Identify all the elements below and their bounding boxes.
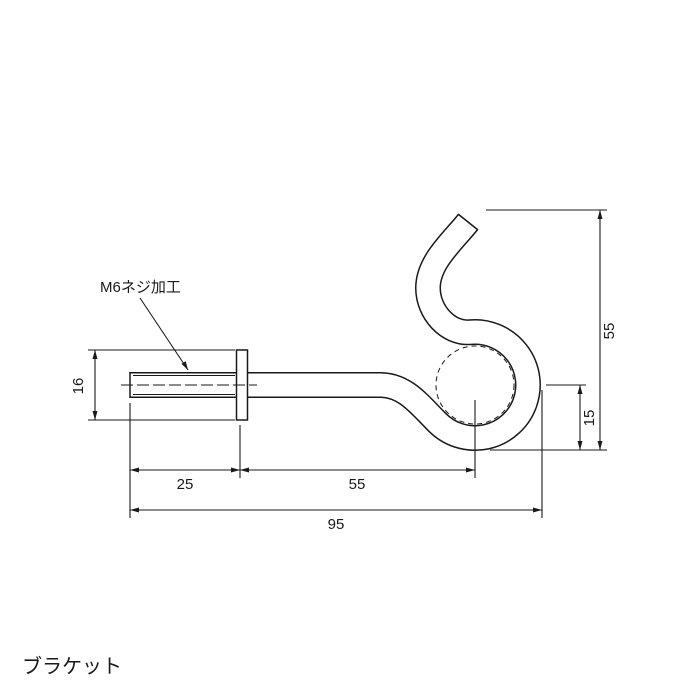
dim-text-95: 95 (328, 516, 345, 533)
threaded-shaft (133, 375, 235, 395)
dim-text-25: 25 (177, 476, 194, 493)
dim-flange-od (88, 349, 235, 421)
pipe-reference-circle (435, 345, 515, 425)
dim-text-55-vertical: 55 (601, 323, 618, 340)
dim-height-to-tip (486, 209, 607, 451)
dim-text-55-horizontal: 55 (349, 476, 366, 493)
dim-overall-length (130, 390, 543, 518)
dim-center-to-bottom (546, 384, 586, 450)
leader-m6-thread (139, 297, 189, 371)
drawing-title: ブラケット (22, 654, 122, 678)
dim-text-16: 16 (70, 378, 87, 395)
dim-text-15: 15 (581, 410, 598, 427)
hook-body (129, 213, 541, 451)
thread-label: M6ネジ加工 (100, 279, 181, 296)
dim-bottom-row1 (129, 400, 476, 518)
tip-cut-line (457, 213, 479, 231)
